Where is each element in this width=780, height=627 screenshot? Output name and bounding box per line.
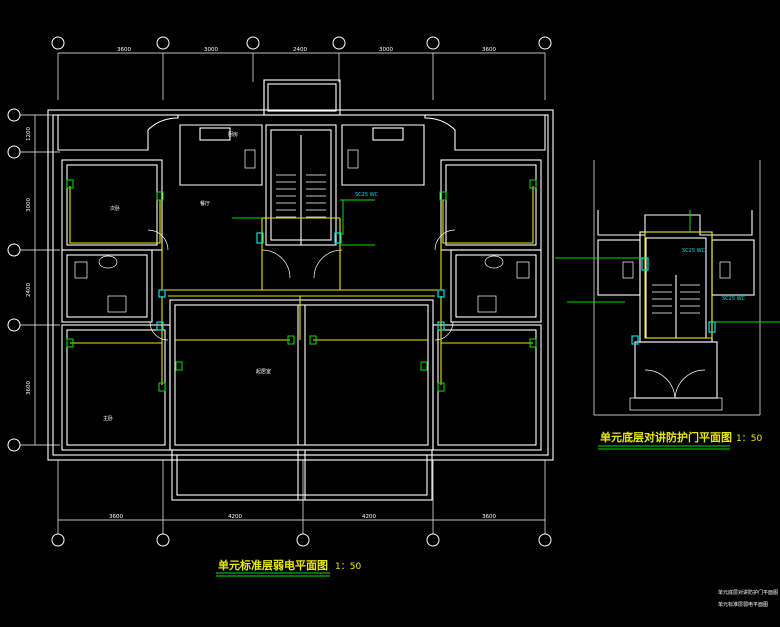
axis-bubble <box>7 243 21 257</box>
top-dim-1: 3600 <box>117 47 131 53</box>
outlet-icon <box>439 191 447 201</box>
junction-box-icon <box>334 232 342 244</box>
bottom-dim-2: 4200 <box>228 514 242 520</box>
left-dim-3: 2400 <box>26 283 32 297</box>
bottom-dim-3: 4200 <box>362 514 376 520</box>
top-dim-3: 2400 <box>293 47 307 53</box>
main-plan-scale: 1：50 <box>335 562 361 572</box>
detail-plan-walls <box>593 160 761 416</box>
outlet-icon <box>66 338 74 348</box>
axis-bubble <box>51 533 65 547</box>
axis-bubble <box>7 145 21 159</box>
junction-box-icon <box>158 289 166 298</box>
detail-plan-scale: 1：50 <box>736 434 762 444</box>
axis-bubble <box>156 533 170 547</box>
axis-bubble <box>332 36 346 50</box>
junction-box-icon <box>708 321 716 333</box>
left-dim-2: 3000 <box>26 198 32 212</box>
stair-treads <box>276 174 326 218</box>
outlet-icon <box>66 179 74 189</box>
outlet-icon <box>420 361 428 371</box>
outlet-icon <box>156 191 164 201</box>
axis-bubble <box>7 438 21 452</box>
bottom-dimension-line <box>51 460 552 547</box>
room-label-living: 起居室 <box>256 368 271 375</box>
bottom-dim-4: 3600 <box>482 514 496 520</box>
outlet-icon <box>437 382 445 392</box>
intercom-unit-icon <box>641 257 649 271</box>
room-label-bedroom: 次卧 <box>110 205 120 212</box>
detail-stair-treads <box>652 284 700 314</box>
room-label-kitchen: 厨房 <box>228 131 238 138</box>
outlet-icon <box>158 382 166 392</box>
axis-bubble <box>51 36 65 50</box>
sheet-note-2: 单元标准层弱电平面图 <box>718 601 768 608</box>
axis-bubble <box>7 108 21 122</box>
conduit-label: SC25 WC <box>355 192 379 198</box>
outlet-icon <box>529 179 537 189</box>
detail-conduit-label-2: SC25 WC <box>722 296 746 302</box>
junction-box-icon <box>631 335 639 345</box>
junction-box-icon <box>437 289 445 298</box>
main-plan-title: 单元标准层弱电平面图 <box>218 558 328 572</box>
left-dim-1: 1200 <box>26 127 32 141</box>
junction-box-icon <box>256 232 264 244</box>
room-label-dining: 餐厅 <box>200 200 210 207</box>
room-label-master-bedroom: 主卧 <box>103 415 113 422</box>
sheet-note-1: 单元底层对讲防护门平面图 <box>718 589 778 596</box>
outlet-icon <box>287 335 295 345</box>
left-dim-4: 3600 <box>26 381 32 395</box>
axis-bubble <box>156 36 170 50</box>
outlet-icon <box>529 338 537 348</box>
axis-bubble <box>426 36 440 50</box>
cyan-junction-devices <box>156 232 445 331</box>
detail-conduit-label-1: SC25 WC <box>682 248 706 254</box>
axis-bubble <box>7 318 21 332</box>
axis-bubble <box>296 533 310 547</box>
junction-box-icon <box>156 321 164 331</box>
top-dimension-line <box>51 36 552 100</box>
left-dimension-line <box>7 108 60 452</box>
top-dim-2: 3000 <box>204 47 218 53</box>
outlet-icon <box>175 361 183 371</box>
axis-bubble <box>246 36 260 50</box>
detail-plan-title: 单元底层对讲防护门平面图 <box>600 430 732 444</box>
bottom-dim-1: 3600 <box>109 514 123 520</box>
green-device-markers <box>66 179 537 392</box>
axis-bubble <box>538 36 552 50</box>
outlet-icon <box>309 335 317 345</box>
axis-bubble <box>538 533 552 547</box>
weak-current-cabling <box>69 186 534 385</box>
axis-bubble <box>426 533 440 547</box>
junction-box-icon <box>437 321 445 331</box>
top-dim-4: 3000 <box>379 47 393 53</box>
top-dim-5: 3600 <box>482 47 496 53</box>
detail-cabling <box>555 210 780 345</box>
